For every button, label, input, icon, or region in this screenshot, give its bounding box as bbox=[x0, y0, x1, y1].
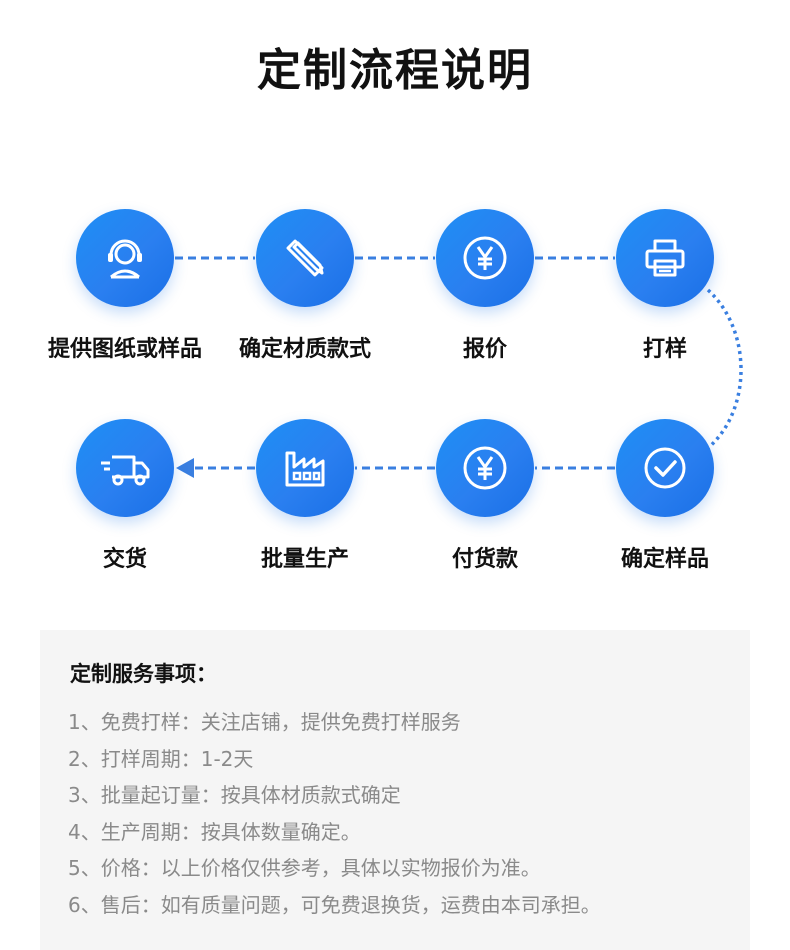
step-label: 报价 bbox=[462, 337, 507, 362]
customer-service-icon bbox=[108, 239, 142, 279]
step-sampling: 打样 bbox=[575, 209, 755, 363]
step-label: 确定样品 bbox=[620, 547, 709, 572]
step-label: 打样 bbox=[642, 337, 687, 362]
step-confirm-sample: 确定样品 bbox=[575, 419, 755, 573]
step-circle bbox=[436, 419, 534, 517]
step-circle bbox=[256, 209, 354, 307]
connector-curve bbox=[706, 288, 743, 450]
step-circle bbox=[616, 209, 714, 307]
step-mass-production: 批量生产 bbox=[215, 419, 395, 573]
list-item: 1、免费打样：关注店铺，提供免费打样服务 bbox=[68, 710, 461, 734]
notes-list: 1、免费打样：关注店铺，提供免费打样服务 2、打样周期：1-2天 3、批量起订量… bbox=[68, 704, 601, 923]
step-quote: 报价 bbox=[395, 209, 575, 363]
check-circle-icon bbox=[644, 447, 686, 489]
yuan-icon bbox=[463, 236, 507, 280]
list-item: 3、批量起订量：按具体材质款式确定 bbox=[68, 783, 401, 807]
step-circle bbox=[76, 209, 174, 307]
service-notes-panel: 定制服务事项： 1、免费打样：关注店铺，提供免费打样服务 2、打样周期：1-2天… bbox=[40, 630, 750, 950]
list-item: 5、价格：以上价格仅供参考，具体以实物报价为准。 bbox=[68, 856, 541, 880]
delivery-truck-icon bbox=[101, 455, 150, 486]
step-provide-drawing: 提供图纸或样品 bbox=[35, 209, 215, 363]
step-payment: 付货款 bbox=[395, 419, 575, 573]
step-delivery: 交货 bbox=[35, 419, 215, 573]
step-circle bbox=[76, 419, 174, 517]
step-label: 交货 bbox=[102, 547, 147, 572]
step-label: 确定材质款式 bbox=[238, 337, 371, 362]
notes-title: 定制服务事项： bbox=[70, 662, 217, 686]
list-item: 2、打样周期：1-2天 bbox=[68, 746, 254, 771]
pencil-ruler-icon bbox=[286, 239, 324, 277]
factory-icon bbox=[285, 451, 325, 487]
step-circle bbox=[616, 419, 714, 517]
step-circle bbox=[436, 209, 534, 307]
step-label: 付货款 bbox=[451, 547, 518, 572]
flow-connectors bbox=[175, 256, 743, 478]
step-circle bbox=[256, 419, 354, 517]
arrow-head-icon bbox=[176, 458, 194, 478]
list-item: 4、生产周期：按具体数量确定。 bbox=[68, 819, 361, 844]
list-item: 6、售后：如有质量问题，可免费退换货，运费由本司承担。 bbox=[68, 892, 601, 917]
step-label: 批量生产 bbox=[260, 547, 349, 572]
yuan-icon bbox=[463, 446, 507, 490]
process-flow: 提供图纸或样品 确定材质款式 报价 bbox=[35, 209, 755, 573]
page-title: 定制流程说明 bbox=[257, 45, 533, 96]
printer-icon bbox=[645, 239, 685, 277]
step-confirm-material: 确定材质款式 bbox=[215, 209, 395, 363]
step-label: 提供图纸或样品 bbox=[47, 337, 202, 362]
